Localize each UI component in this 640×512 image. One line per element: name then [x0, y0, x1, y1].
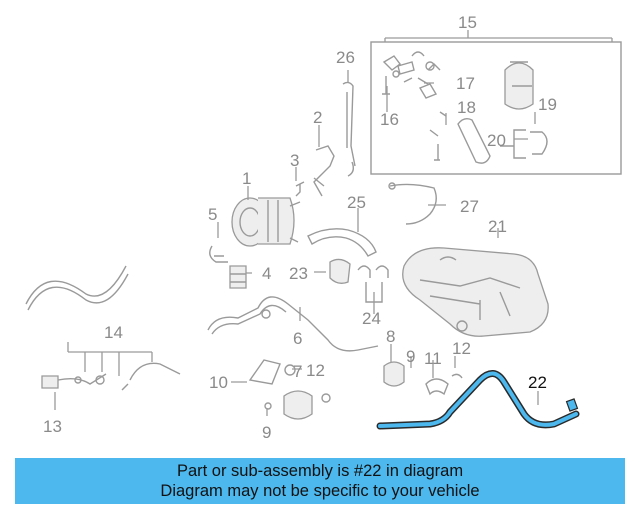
part-24-clips	[357, 265, 389, 303]
part-23-fitting	[329, 258, 351, 284]
callout-6: 6	[293, 329, 302, 348]
callout-8: 8	[386, 327, 395, 346]
part-10-bracket	[248, 359, 281, 385]
caption-line-1: Part or sub-assembly is #22 in diagram	[176, 462, 464, 480]
callout-22: 22	[528, 373, 547, 392]
part-22-fuel-tube	[376, 370, 580, 430]
callout-21: 21	[488, 217, 507, 236]
callout-27: 27	[460, 197, 479, 216]
callout-2: 2	[313, 108, 322, 127]
part-1-air-pump	[231, 197, 301, 247]
part-25-hose	[307, 228, 377, 257]
callout-20: 20	[487, 131, 506, 150]
callout-11: 11	[424, 349, 442, 368]
diagram-caption-banner: Part or sub-assembly is #22 in diagram D…	[15, 458, 625, 504]
part-9-valve	[283, 390, 313, 420]
part-11-seal	[425, 378, 449, 396]
part-8-valve	[383, 361, 405, 387]
part-group-15-box	[370, 30, 622, 175]
callout-4: 4	[262, 264, 271, 283]
callout-18: 18	[457, 98, 476, 117]
part-5-clamp	[209, 245, 228, 263]
callout-5: 5	[208, 205, 217, 224]
leader-lines	[54, 70, 539, 416]
callout-1: 1	[242, 169, 251, 188]
part-13-hose-assembly	[25, 265, 129, 311]
part-27-cable	[389, 183, 437, 225]
callout-10: 10	[209, 373, 228, 392]
callout-25: 25	[347, 193, 366, 212]
part-6-hose	[207, 296, 379, 352]
part-12-ring	[451, 373, 463, 379]
callout-16: 16	[380, 110, 399, 129]
part-4-sleeve	[229, 265, 247, 289]
callout-26: 26	[336, 48, 355, 67]
callout-17: 17	[456, 74, 475, 93]
part-26-tube	[342, 81, 356, 167]
callout-9-upper: 9	[406, 347, 415, 366]
callout-19: 19	[538, 95, 557, 114]
callout-9-lower: 9	[262, 423, 271, 442]
callout-12-left: 12	[306, 361, 325, 380]
callout-24: 24	[362, 309, 381, 328]
part-21-fuel-tank	[402, 247, 549, 337]
callout-13: 13	[43, 417, 62, 436]
callout-15: 15	[458, 13, 477, 32]
part-2-bracket	[313, 145, 335, 197]
callout-7: 7	[293, 362, 302, 381]
part-13-connector	[41, 375, 59, 389]
part-3-bolt	[295, 181, 305, 197]
callout-3: 3	[290, 151, 299, 170]
callout-labels: 1 2 3 4 5 6 7 8 9 9 10 11 12 12 13 14 15…	[43, 13, 557, 442]
callout-12-right: 12	[452, 339, 471, 358]
callout-14: 14	[104, 323, 123, 342]
callout-23: 23	[289, 264, 308, 283]
caption-line-2: Diagram may not be specific to your vehi…	[160, 482, 480, 500]
